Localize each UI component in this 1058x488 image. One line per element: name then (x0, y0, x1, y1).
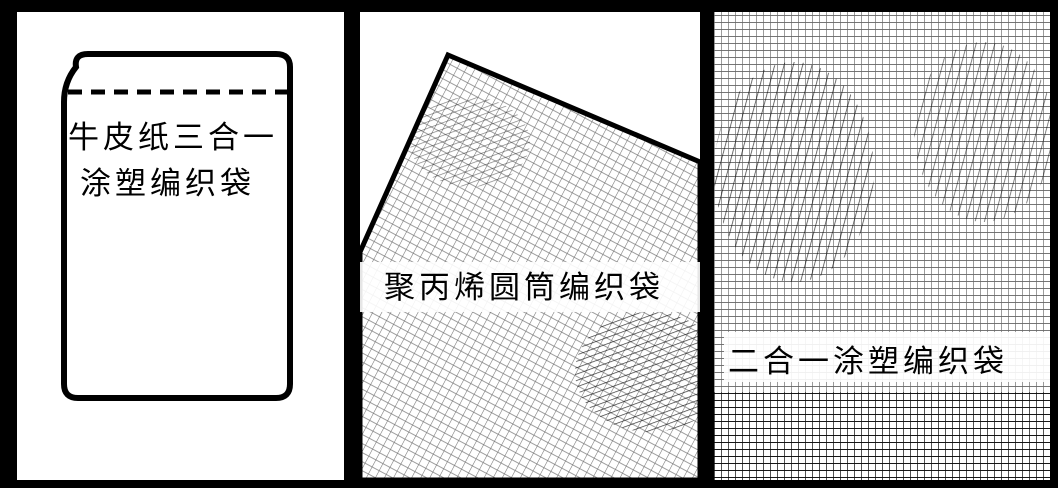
coated-bag-drawing (714, 12, 1050, 480)
kraft-bag-label-line1: 牛皮纸三合一 (68, 120, 278, 156)
bag-outline (61, 51, 293, 401)
kraft-bag-label-line2: 涂塑编织袋 (80, 166, 255, 202)
coated-bag-label: 二合一涂塑编织袋 (728, 344, 1008, 380)
panel-coated-bag: 二合一涂塑编织袋 (714, 12, 1050, 480)
tubular-bag-drawing (360, 51, 700, 480)
upper-shading (410, 97, 530, 187)
bottom-weave (714, 392, 1050, 480)
left-shading (714, 62, 874, 282)
label-backdrop (724, 332, 1050, 382)
right-shading (914, 42, 1050, 222)
panel-border (14, 12, 17, 480)
panel-tubular-bag: 聚丙烯圆筒编织袋 (360, 12, 700, 480)
label-backdrop (360, 262, 700, 312)
dark-shading (575, 312, 700, 432)
panel-kraft-bag: 牛皮纸三合一 涂塑编织袋 (14, 12, 344, 480)
tubular-bag-label: 聚丙烯圆筒编织袋 (384, 270, 664, 306)
kraft-bag-drawing (14, 12, 293, 480)
